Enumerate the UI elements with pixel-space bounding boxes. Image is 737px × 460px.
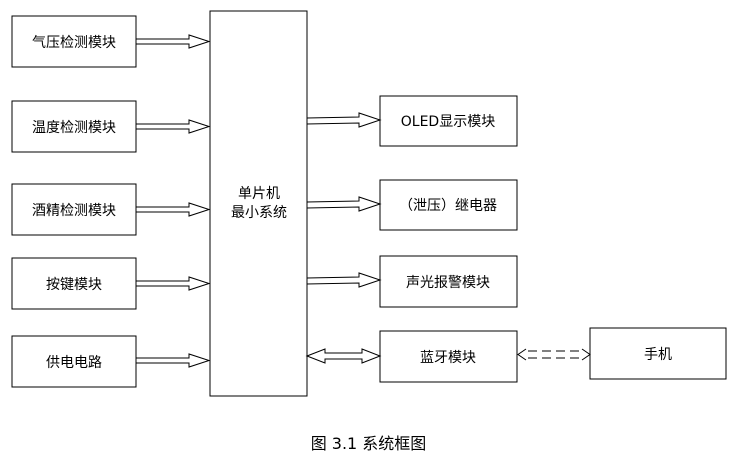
arrow-key-to-mcu [135, 276, 211, 291]
power-circuit-label: 供电电路 [46, 355, 102, 371]
mcu-box [209, 10, 308, 397]
phone-label: 手机 [644, 347, 672, 363]
alarm-module-label: 声光报警模块 [406, 275, 490, 291]
arrow-power-to-mcu [135, 353, 211, 368]
pressure-module-label: 气压检测模块 [32, 35, 116, 51]
bluetooth-module-label: 蓝牙模块 [420, 350, 476, 366]
arrow-alcohol-to-mcu [135, 202, 211, 217]
arrow-mcu-to-oled [306, 112, 382, 128]
phone-box [589, 327, 727, 380]
temperature-module-label: 温度检测模块 [32, 120, 116, 136]
alarm-module-box [379, 255, 518, 308]
oled-module-label: OLED显示模块 [401, 114, 495, 130]
relay-module-box [379, 179, 518, 231]
oled-module-box [379, 95, 518, 147]
mcu-label-line1: 单片机 [238, 186, 280, 202]
arrow-temperature-to-mcu [135, 119, 211, 134]
alcohol-module-label: 酒精检测模块 [32, 203, 116, 219]
arrow-mcu-bluetooth-bidirectional [305, 348, 382, 364]
mcu-label-line2: 最小系统 [231, 205, 287, 221]
arrow-bluetooth-phone-wireless [517, 348, 591, 361]
arrow-mcu-to-alarm [306, 272, 382, 288]
figure-caption: 图 3.1 系统框图 [310, 434, 427, 453]
relay-module-label: （泄压）继电器 [399, 198, 497, 214]
key-module-label: 按键模块 [46, 277, 102, 293]
arrow-mcu-to-relay [306, 196, 382, 212]
arrow-pressure-to-mcu [135, 34, 211, 49]
